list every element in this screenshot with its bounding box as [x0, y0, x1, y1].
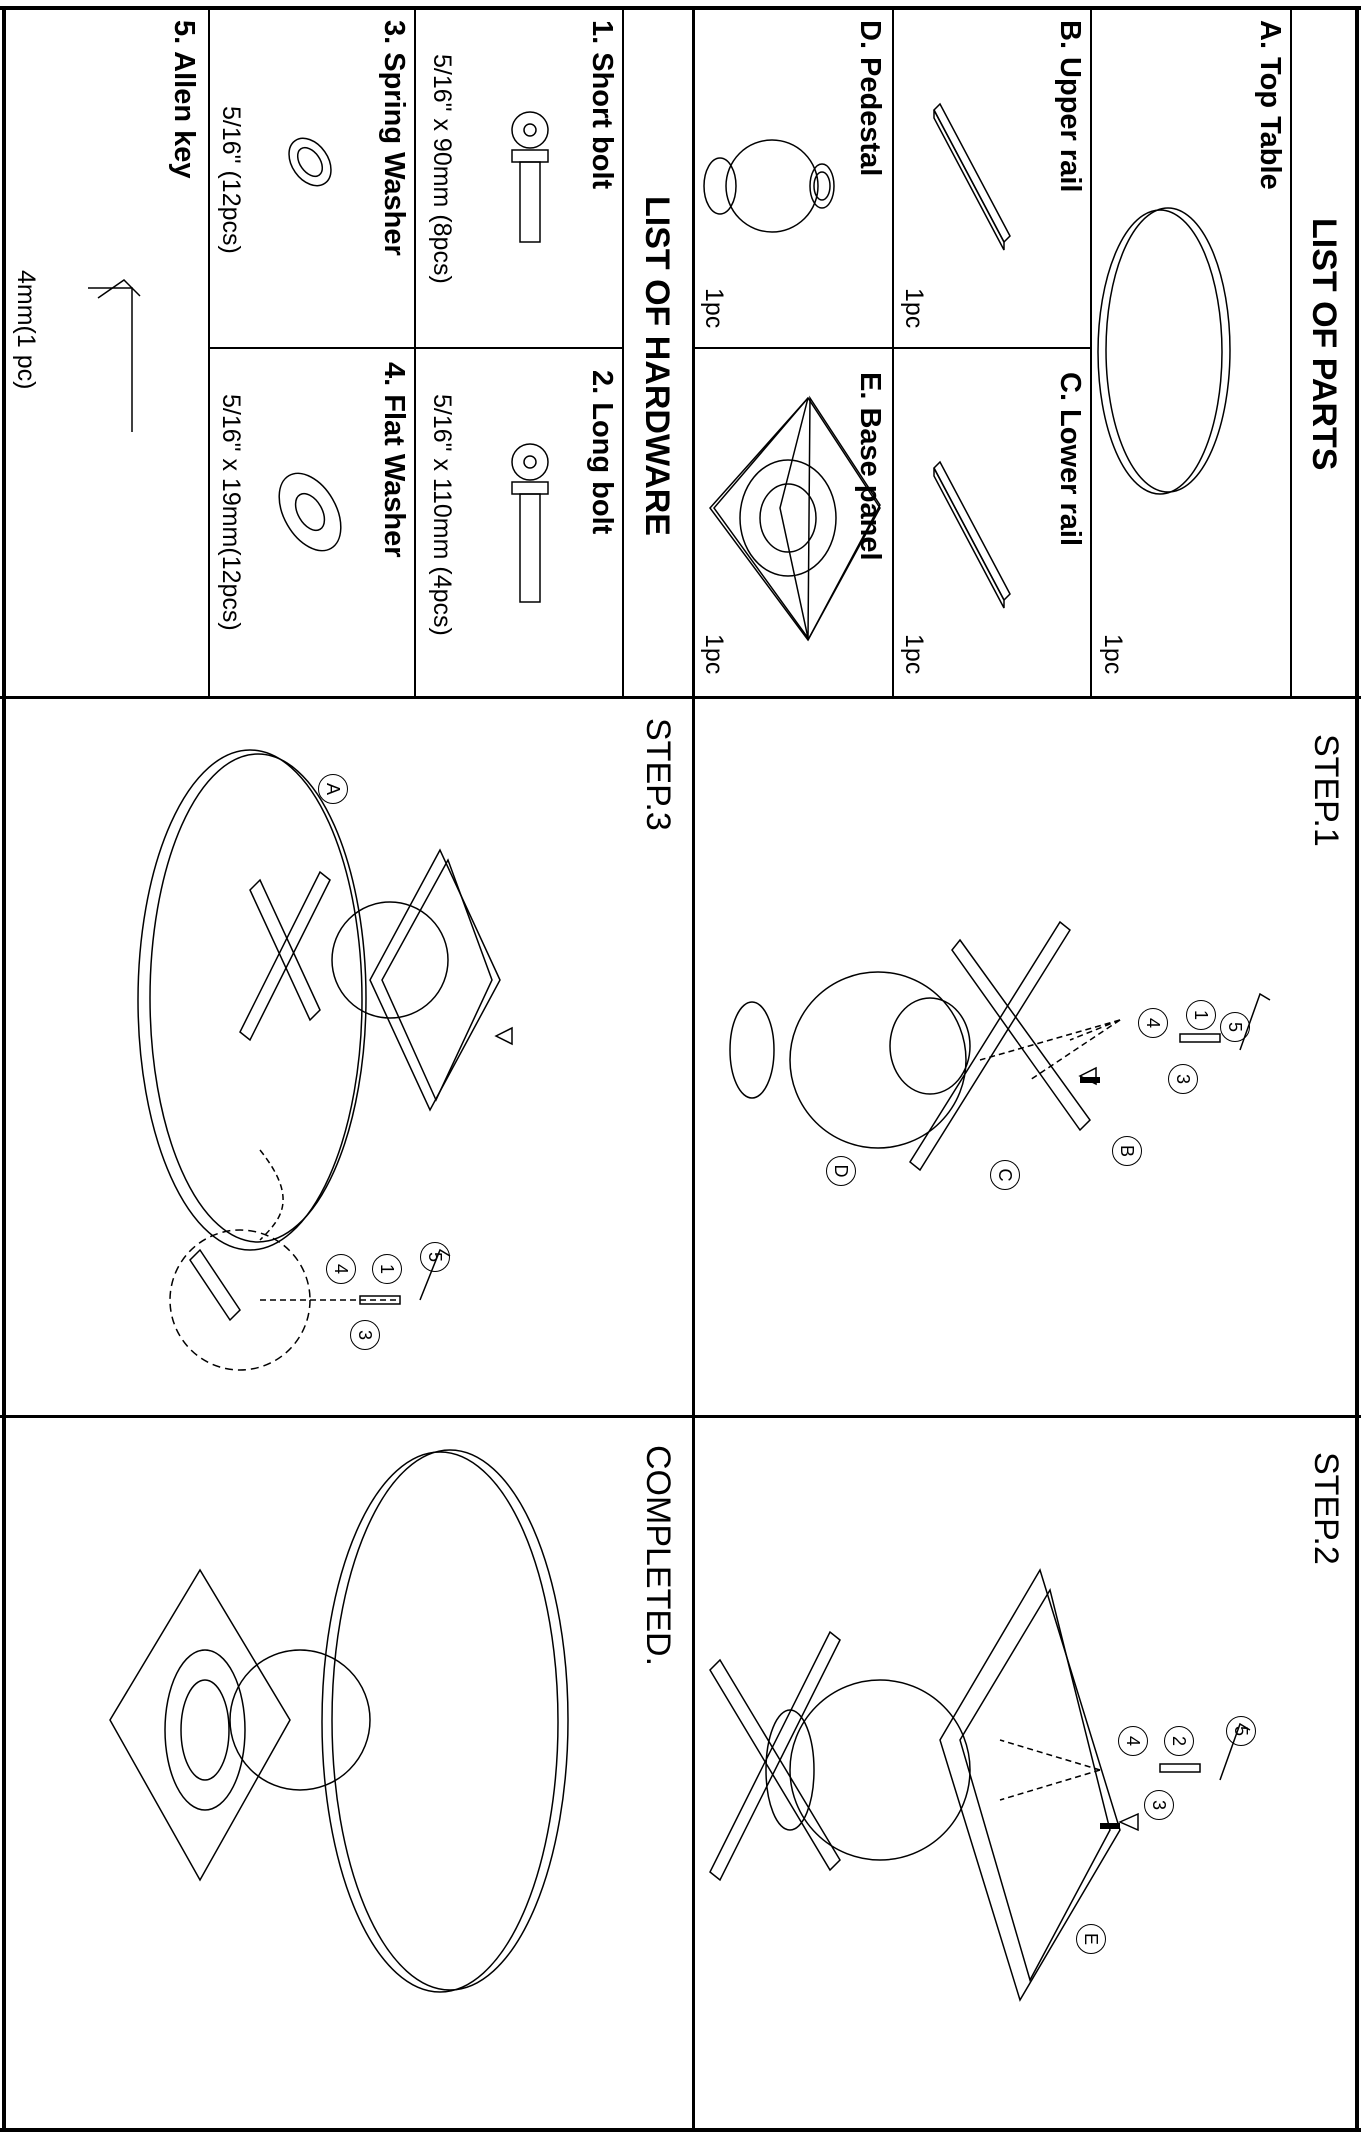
border-right [1355, 6, 1359, 2132]
part-label-e: E. Base panel [854, 372, 886, 561]
hw-label-5: 5. Allen key [168, 20, 200, 179]
hw-spec-1: 5/16" x 90mm (8pcs) [428, 54, 456, 284]
callout-2: 2 [1164, 1726, 1194, 1756]
spring-washer-illustration [280, 130, 339, 193]
step1-title: STEP.1 [1307, 734, 1345, 847]
callout-E: E [1076, 1924, 1106, 1954]
part-qty-e: 1pc [700, 634, 728, 675]
part-qty-c: 1pc [900, 634, 928, 675]
divider-row1 [0, 696, 1361, 699]
step3-top-table-illustration [138, 750, 366, 1250]
hw-label-4: 4. Flat Washer [378, 362, 410, 558]
callout-3-step3: 3 [350, 1320, 380, 1350]
parts-heading-divider [1290, 6, 1292, 698]
border-left [2, 6, 6, 2132]
lower-rail-illustration [934, 462, 1010, 608]
arrow-icons [496, 1028, 1138, 1830]
step1-pedestal-illustration [730, 972, 970, 1148]
callout-A: A [318, 774, 348, 804]
allen-key-illustration [88, 280, 140, 432]
step3-base-panel-illustration [370, 850, 500, 1110]
divider-middle [692, 6, 695, 2132]
step3-detail-illustration [170, 1150, 450, 1370]
hw-spec-2: 5/16" x 110mm (4pcs) [428, 394, 456, 636]
hardware-col-divider [208, 347, 624, 349]
hardware-heading: LIST OF HARDWARE [638, 196, 676, 536]
upper-rail-illustration [934, 104, 1010, 250]
hardware-row-divider [414, 6, 416, 698]
hw-spec-5: 4mm(1 pc) [12, 270, 40, 390]
part-label-b: B. Upper rail [1054, 20, 1086, 193]
step2-pedestal-illustration [766, 1680, 970, 1860]
callout-3-step2: 3 [1144, 1790, 1174, 1820]
divider-row2 [0, 1415, 1361, 1418]
hw-label-2: 2. Long bolt [586, 370, 618, 535]
hw-label-1: 1. Short bolt [586, 20, 618, 190]
callout-1: 1 [1186, 1000, 1216, 1030]
completed-title: COMPLETED. [639, 1445, 677, 1667]
pedestal-illustration [704, 140, 834, 232]
part-label-a: A. Top Table [1254, 20, 1286, 190]
callout-3: 3 [1168, 1064, 1198, 1094]
step1-rails-illustration [910, 922, 1090, 1170]
part-qty-a: 1pc [1099, 634, 1127, 675]
callout-5-step2: 5 [1226, 1716, 1256, 1746]
callout-5: 5 [1220, 1012, 1250, 1042]
hw-spec-4: 5/16" x 19mm(12pcs) [217, 394, 245, 631]
step2-title: STEP.2 [1307, 1452, 1345, 1565]
hw-label-3: 3. Spring Washer [378, 20, 410, 256]
step2-rails-illustration [710, 1632, 840, 1880]
hw-spec-3: 5/16" (12pcs) [217, 106, 245, 254]
step3-title: STEP.3 [639, 718, 677, 831]
part-qty-d: 1pc [700, 288, 728, 329]
callout-5-step3: 5 [420, 1242, 450, 1272]
callout-1-step3: 1 [372, 1254, 402, 1284]
border-top [0, 6, 1361, 10]
completed-illustration [110, 1450, 568, 1992]
short-bolt-illustration [512, 112, 548, 242]
flat-washer-illustration [266, 463, 353, 562]
callout-C: C [990, 1160, 1020, 1190]
parts-col-divider [692, 347, 1092, 349]
callout-B: B [1112, 1136, 1142, 1166]
part-label-c: C. Lower rail [1054, 372, 1086, 547]
part-label-d: D. Pedestal [854, 20, 886, 177]
callout-4-step2: 4 [1118, 1726, 1148, 1756]
callout-D: D [826, 1156, 856, 1186]
step3-pedestal-illustration [240, 872, 448, 1040]
parts-heading: LIST OF PARTS [1305, 218, 1343, 471]
callout-4-step3: 4 [326, 1254, 356, 1284]
callout-4: 4 [1138, 1008, 1168, 1038]
part-qty-b: 1pc [900, 288, 928, 329]
border-bottom [0, 2128, 1361, 2132]
parts-row-divider-1 [1090, 6, 1092, 698]
hardware-row-divider-2 [208, 6, 210, 698]
hardware-heading-divider-left [622, 6, 624, 698]
long-bolt-illustration [512, 444, 548, 602]
parts-row-divider-2 [892, 6, 894, 698]
